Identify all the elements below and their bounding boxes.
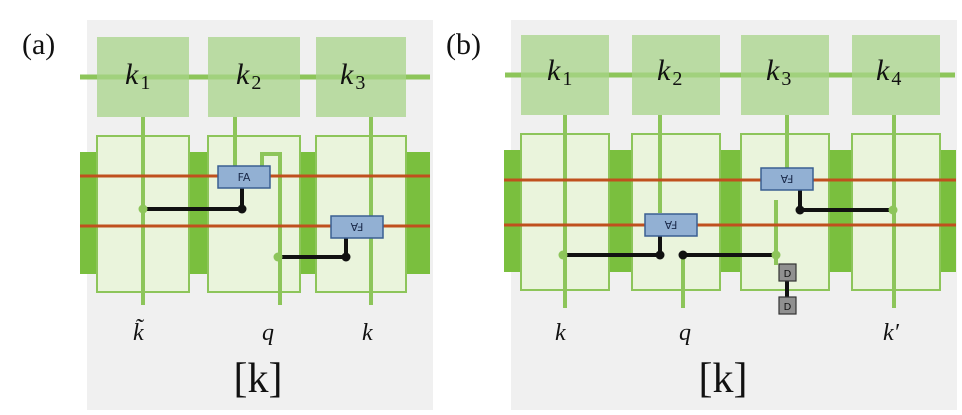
leg-label-b-k-prime: k′ [883,320,900,346]
tensor-b-k3 [741,35,829,115]
fa-gate-b-1 [644,213,698,237]
tensor-b-k1 [521,35,609,115]
wire-b-2-start [678,250,688,260]
tensor-k1 [97,37,189,117]
fa-gate-b-2-label: FA [780,172,793,185]
d-gate-bottom-label: D [784,302,792,313]
tensor-k2 [208,37,300,117]
wire-b-1-end [655,250,665,260]
leg-label-b-k: k [555,320,566,346]
fa-gate-1-label: FA [238,171,251,184]
tensor-k3 [316,37,406,117]
wire-1-start [138,204,148,214]
fa-gate-2 [330,215,384,239]
leg-label-b-q: q [679,320,691,346]
panel-b: (b) FA FA [446,20,957,410]
slab-b-2 [631,133,721,291]
wire-1-end [237,204,247,214]
leg-label-k-tilde: k̃ [133,318,145,346]
panel-a-label: (a) [22,28,55,61]
d-gate-top-label: D [784,269,792,280]
wire-b-3-end [888,205,898,215]
fa-gate-b-2 [760,167,814,191]
panel-a-bracket-label: [k] [234,356,283,402]
leg-label-q: q [262,320,274,346]
leg-label-k: k [362,320,373,346]
slab-3 [315,135,407,293]
panel-b-label: (b) [446,28,481,61]
panel-b-bracket-label: [k] [699,356,748,402]
tensor-b-k4 [852,35,940,115]
leg-q [260,152,282,305]
fa-gate-b-1-label: FA [664,218,677,231]
wire-b-1-start [558,250,568,260]
wire-2-start [273,252,283,262]
wire-2-end [341,252,351,262]
wire-b-3-start [795,205,805,215]
slab-2 [207,135,301,293]
tensor-b-k2 [632,35,720,115]
fa-gate-2-label: FA [350,220,363,233]
wire-b-2-end [771,250,781,260]
fa-gate-1 [217,165,271,189]
d-gate-top [778,263,797,282]
d-gate-bottom [778,296,797,315]
